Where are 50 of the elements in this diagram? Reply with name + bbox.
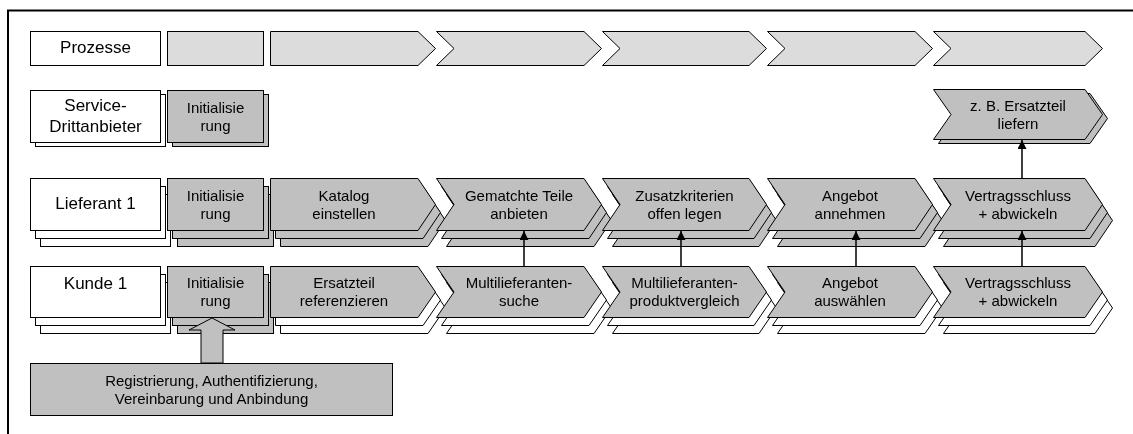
phase-step bbox=[767, 31, 933, 66]
lane-label-box bbox=[30, 178, 161, 231]
phase-box bbox=[167, 31, 264, 66]
node-text: Lieferant 1 bbox=[55, 194, 136, 215]
arrow bbox=[1017, 230, 1027, 267]
node-text: Vertragsschluss + abwickeln bbox=[964, 274, 1072, 310]
process-step bbox=[602, 178, 767, 231]
lane-label-box bbox=[30, 90, 161, 143]
node-text: Service-Drittanbieter bbox=[48, 96, 143, 137]
process-step bbox=[602, 266, 767, 318]
block-arrow bbox=[188, 317, 236, 364]
node-text: Multilieferanten-produktvergleich bbox=[628, 274, 741, 310]
process-step bbox=[436, 266, 602, 318]
node-text: Angebot auswählen bbox=[813, 274, 887, 310]
process-box bbox=[167, 90, 264, 143]
node-text: Initialisie rung bbox=[185, 98, 246, 135]
node-text: Initialisie rung bbox=[185, 274, 246, 310]
node-text: Angebot annehmen bbox=[813, 186, 887, 223]
node-text: Gematchte Teile anbieten bbox=[463, 186, 575, 223]
node-text: Ersatzteil referenzieren bbox=[298, 274, 390, 310]
arrow bbox=[519, 230, 529, 267]
process-step bbox=[933, 89, 1103, 140]
process-step bbox=[767, 266, 933, 318]
arrow bbox=[851, 230, 861, 267]
node-text: z. B. Ersatzteil liefern bbox=[969, 96, 1067, 133]
node-text: Kunde 1 bbox=[63, 273, 128, 295]
node-text: Katalog einstellen bbox=[311, 186, 377, 223]
node-text: Multilieferanten-suche bbox=[464, 274, 574, 310]
lane-label-box bbox=[30, 266, 161, 318]
process-step bbox=[933, 178, 1103, 231]
process-step bbox=[767, 178, 933, 231]
process-step bbox=[436, 178, 602, 231]
process-step bbox=[270, 178, 436, 231]
arrow bbox=[1017, 139, 1027, 179]
phase-step bbox=[270, 31, 436, 66]
phase-step bbox=[933, 31, 1103, 66]
node-text: Zusatzkriterien offen legen bbox=[634, 186, 735, 223]
process-box bbox=[167, 178, 264, 231]
process-step bbox=[270, 266, 436, 318]
lane-label-box bbox=[30, 31, 161, 66]
process-box bbox=[167, 266, 264, 318]
phase-step bbox=[436, 31, 602, 66]
node-text: Vertragsschluss + abwickeln bbox=[964, 186, 1072, 223]
arrow bbox=[676, 230, 686, 267]
node-text: Initialisie rung bbox=[185, 186, 246, 223]
process-step bbox=[933, 266, 1103, 318]
phase-step bbox=[602, 31, 767, 66]
process-box bbox=[30, 363, 393, 416]
node-text: Registrierung, Authentifizierung, Vereinbarung und Anbindung bbox=[104, 371, 319, 408]
node-text: Prozesse bbox=[60, 38, 131, 59]
